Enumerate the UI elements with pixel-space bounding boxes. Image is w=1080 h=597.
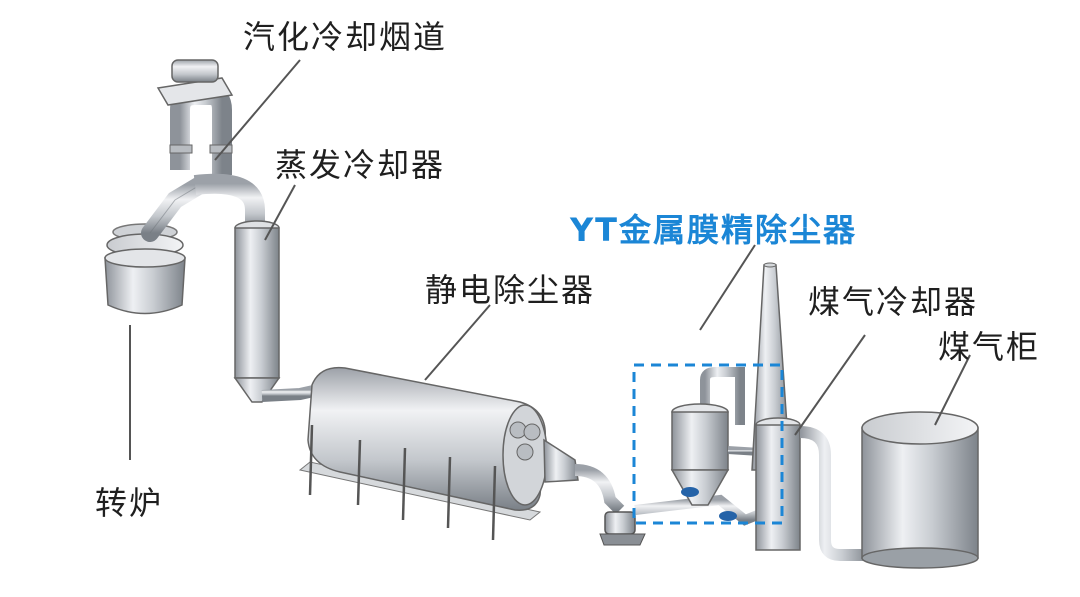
label-yt-filter: YT金属膜精除尘器: [570, 211, 858, 249]
induced-draft-fan: [599, 511, 646, 546]
label-esp: 静电除尘器: [425, 271, 596, 309]
vaporization-flue: [141, 59, 265, 242]
electrostatic-precipitator: [298, 366, 625, 541]
yt-membrane-filter: [634, 367, 772, 526]
gas-holder: [861, 411, 979, 569]
yt-filter-highlight-box: [632, 363, 784, 525]
label-converter: 转炉: [95, 484, 164, 522]
label-vaporization-flue: 汽化冷却烟道: [243, 18, 448, 56]
label-gas-holder: 煤气柜: [938, 328, 1041, 366]
label-gas-cooler: 煤气冷却器: [808, 283, 979, 321]
label-evaporative-cooler: 蒸发冷却器: [275, 146, 446, 184]
converter: [104, 223, 186, 315]
evaporative-cooler: [233, 220, 320, 403]
leader-lines: [129, 59, 971, 460]
gas-cooler: [755, 417, 870, 561]
